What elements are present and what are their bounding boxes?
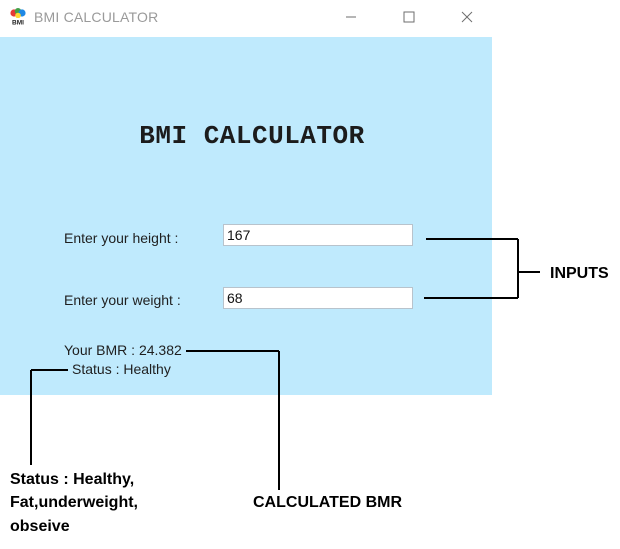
- app-window: BMI BMI CALCULATOR BMI CALCULATOR Enter …: [0, 0, 492, 395]
- app-heading: BMI CALCULATOR: [139, 121, 365, 151]
- minimize-icon: [346, 16, 356, 18]
- status-connector: [30, 369, 68, 465]
- status-annotation-line3: obseive: [10, 518, 70, 535]
- svg-text:BMI: BMI: [12, 20, 24, 27]
- close-button[interactable]: [444, 0, 490, 34]
- height-input[interactable]: 167: [223, 224, 413, 246]
- minimize-button[interactable]: [328, 0, 374, 34]
- bmi-app-icon: BMI: [10, 8, 26, 27]
- bmr-connector: [186, 350, 280, 490]
- maximize-icon: [403, 11, 415, 23]
- app-client-area: [0, 37, 492, 395]
- status-annotation-line1: Status : Healthy,: [10, 471, 135, 488]
- window-title: BMI CALCULATOR: [34, 9, 159, 25]
- status-result: Status : Healthy: [72, 361, 171, 377]
- calculated-bmr-annotation: CALCULATED BMR: [253, 494, 403, 511]
- weight-label: Enter your weight :: [64, 292, 181, 308]
- bmr-result: Your BMR : 24.382: [64, 342, 182, 358]
- maximize-button[interactable]: [386, 0, 432, 34]
- height-label: Enter your height :: [64, 230, 179, 246]
- title-bar: BMI BMI CALCULATOR: [0, 0, 492, 36]
- weight-input[interactable]: 68: [223, 287, 413, 309]
- inputs-annotation: INPUTS: [550, 265, 609, 282]
- inputs-bracket: [424, 238, 540, 299]
- close-icon: [461, 11, 473, 23]
- status-annotation-line2: Fat,underweight,: [10, 494, 138, 511]
